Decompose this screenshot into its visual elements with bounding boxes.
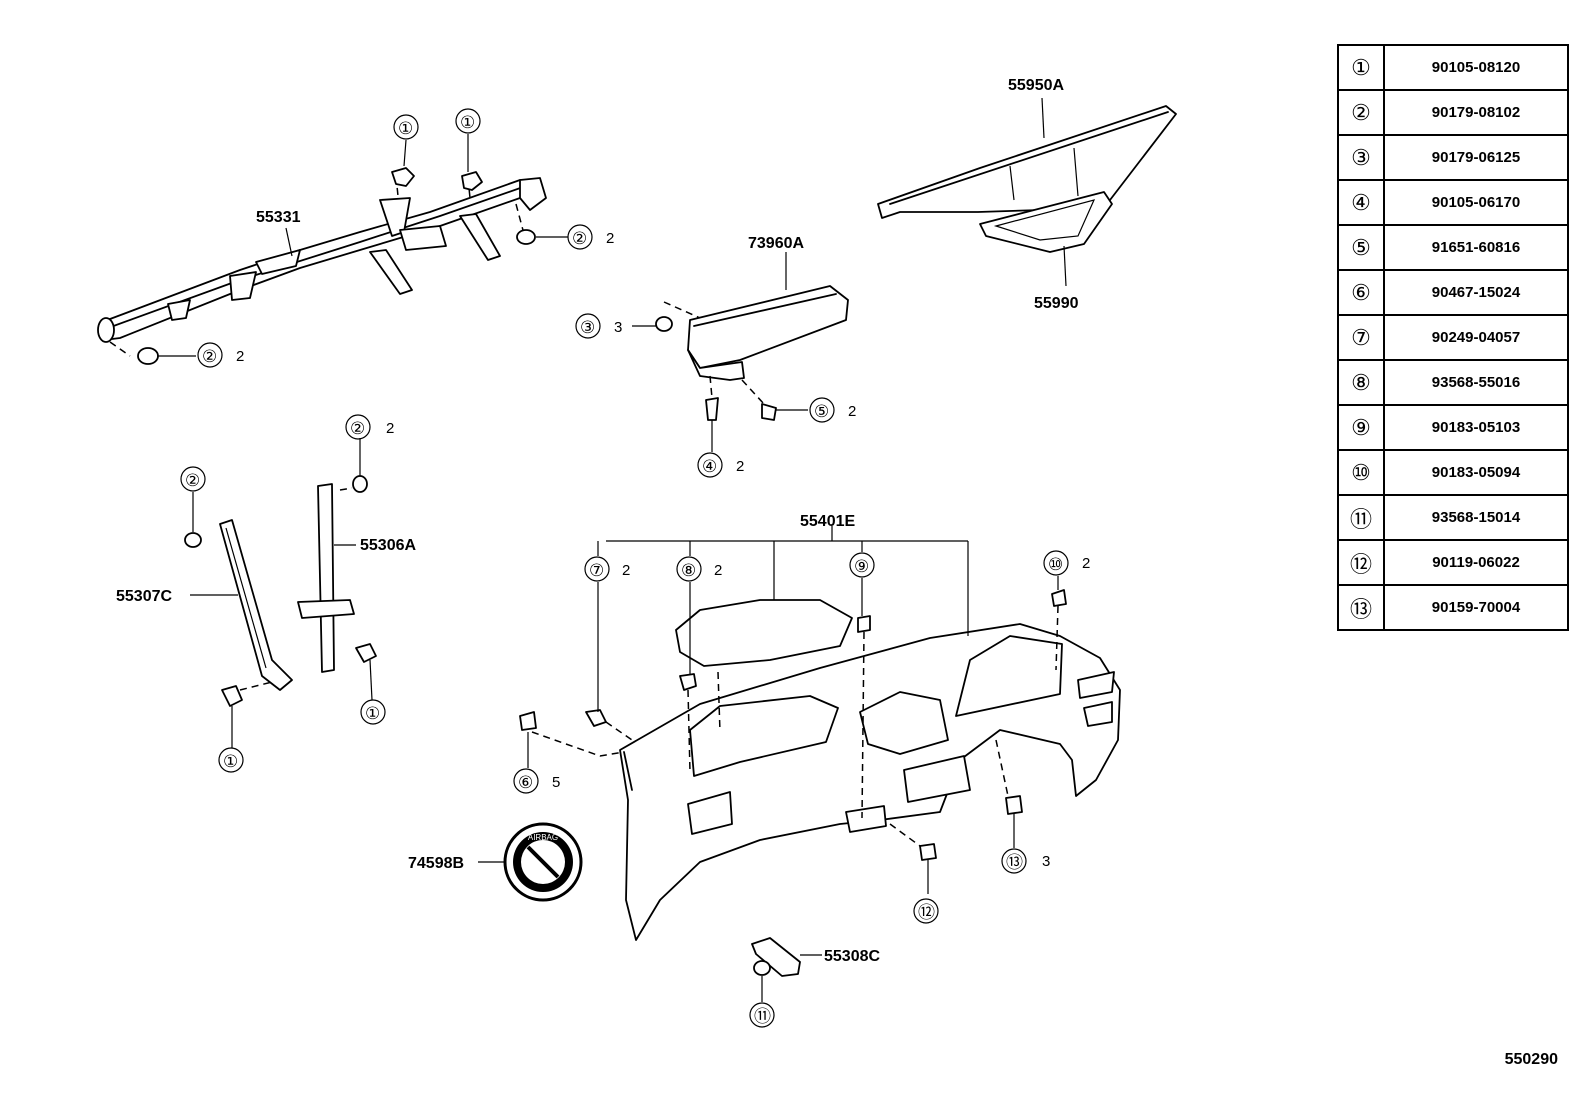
parts-table-number: ⑤ [1337, 224, 1385, 271]
callout-13: ⑬ [1006, 853, 1023, 872]
parts-table-code: 90183-05103 [1383, 404, 1569, 451]
callout-1: ① [223, 752, 238, 771]
label-badge-text: AIRBAG [528, 833, 558, 842]
brace-right-drawing [297, 438, 377, 701]
qty-3: 3 [1042, 853, 1050, 870]
callout-2: ② [572, 229, 587, 248]
parts-table-code: 90249-04057 [1383, 314, 1569, 361]
parts-table-code: 91651-60816 [1383, 224, 1569, 271]
callout-5: ⑤ [814, 402, 829, 421]
parts-table-code: 90105-06170 [1383, 179, 1569, 226]
qty-2: 2 [736, 458, 744, 475]
parts-table-number: ④ [1337, 179, 1385, 226]
instrument-panel-drawing [519, 526, 1121, 941]
callout-1: ① [398, 119, 413, 138]
parts-table-code: 90119-06022 [1383, 539, 1569, 586]
parts-table-code: 90183-05094 [1383, 449, 1569, 496]
callout-8: ⑧ [681, 561, 696, 580]
airbag-label-drawing: AIRBAG [478, 822, 583, 902]
parts-table-number: ⑦ [1337, 314, 1385, 361]
brace-left-drawing [184, 492, 293, 748]
part-label-airbag: 73960A [748, 235, 804, 252]
qty-2: 2 [1082, 555, 1090, 572]
reinforcement-drawing [97, 134, 568, 365]
parts-table-code: 90179-08102 [1383, 89, 1569, 136]
callout-2: ② [350, 419, 365, 438]
part-label-duct: 55950A [1008, 77, 1064, 94]
callout-10: ⑩ [1048, 555, 1063, 574]
callout-2: ② [202, 347, 217, 366]
parts-table-number: ⑥ [1337, 269, 1385, 316]
part-label-panel: 55401E [800, 513, 855, 530]
parts-table-number: ⑨ [1337, 404, 1385, 451]
diagram-reference: 550290 [1504, 1051, 1558, 1068]
callout-1: ① [365, 704, 380, 723]
parts-table-number: ① [1337, 44, 1385, 91]
qty-2: 2 [386, 420, 394, 437]
qty-2: 2 [848, 403, 856, 420]
callout-9: ⑨ [854, 557, 869, 576]
parts-table-number: ⑫ [1337, 539, 1385, 586]
parts-table-number: ⑩ [1337, 449, 1385, 496]
qty-5: 5 [552, 774, 560, 791]
callout-4: ④ [702, 457, 717, 476]
callouts: ① ① ② 2 ② 2 ② 2 ② ③ 3 ⑤ 2 ④ 2 ① ① ⑦ 2 ⑧ … [180, 108, 1090, 1028]
part-label-label: 74598B [408, 855, 464, 872]
duct-drawing [877, 97, 1177, 287]
callout-6: ⑥ [518, 773, 533, 792]
part-label-brace-right: 55306A [360, 537, 416, 554]
parts-table-number: ⑬ [1337, 584, 1385, 631]
part-label-register: 55990 [1034, 295, 1079, 312]
callout-12: ⑫ [918, 903, 935, 922]
parts-table-number: ③ [1337, 134, 1385, 181]
bracket-drawing [751, 937, 822, 1002]
qty-2: 2 [622, 562, 630, 579]
parts-table-number: ⑧ [1337, 359, 1385, 406]
parts-table-code: 93568-55016 [1383, 359, 1569, 406]
parts-table-code: 90105-08120 [1383, 44, 1569, 91]
parts-table-code: 90179-06125 [1383, 134, 1569, 181]
qty-2: 2 [236, 348, 244, 365]
callout-7: ⑦ [589, 561, 604, 580]
part-label-bracket: 55308C [824, 948, 880, 965]
qty-2: 2 [606, 230, 614, 247]
callout-2: ② [185, 471, 200, 490]
parts-table-number: ② [1337, 89, 1385, 136]
parts-table-number: ⑪ [1337, 494, 1385, 541]
parts-table-code: 90159-70004 [1383, 584, 1569, 631]
qty-2: 2 [714, 562, 722, 579]
part-label-brace-left: 55307C [116, 588, 172, 605]
part-label-reinforcement: 55331 [256, 209, 301, 226]
parts-table-code: 90467-15024 [1383, 269, 1569, 316]
parts-table-code: 93568-15014 [1383, 494, 1569, 541]
qty-3: 3 [614, 319, 622, 336]
callout-3: ③ [580, 318, 595, 337]
callout-11: ⑪ [754, 1007, 771, 1026]
airbag-drawing [632, 252, 849, 452]
callout-1: ① [460, 113, 475, 132]
